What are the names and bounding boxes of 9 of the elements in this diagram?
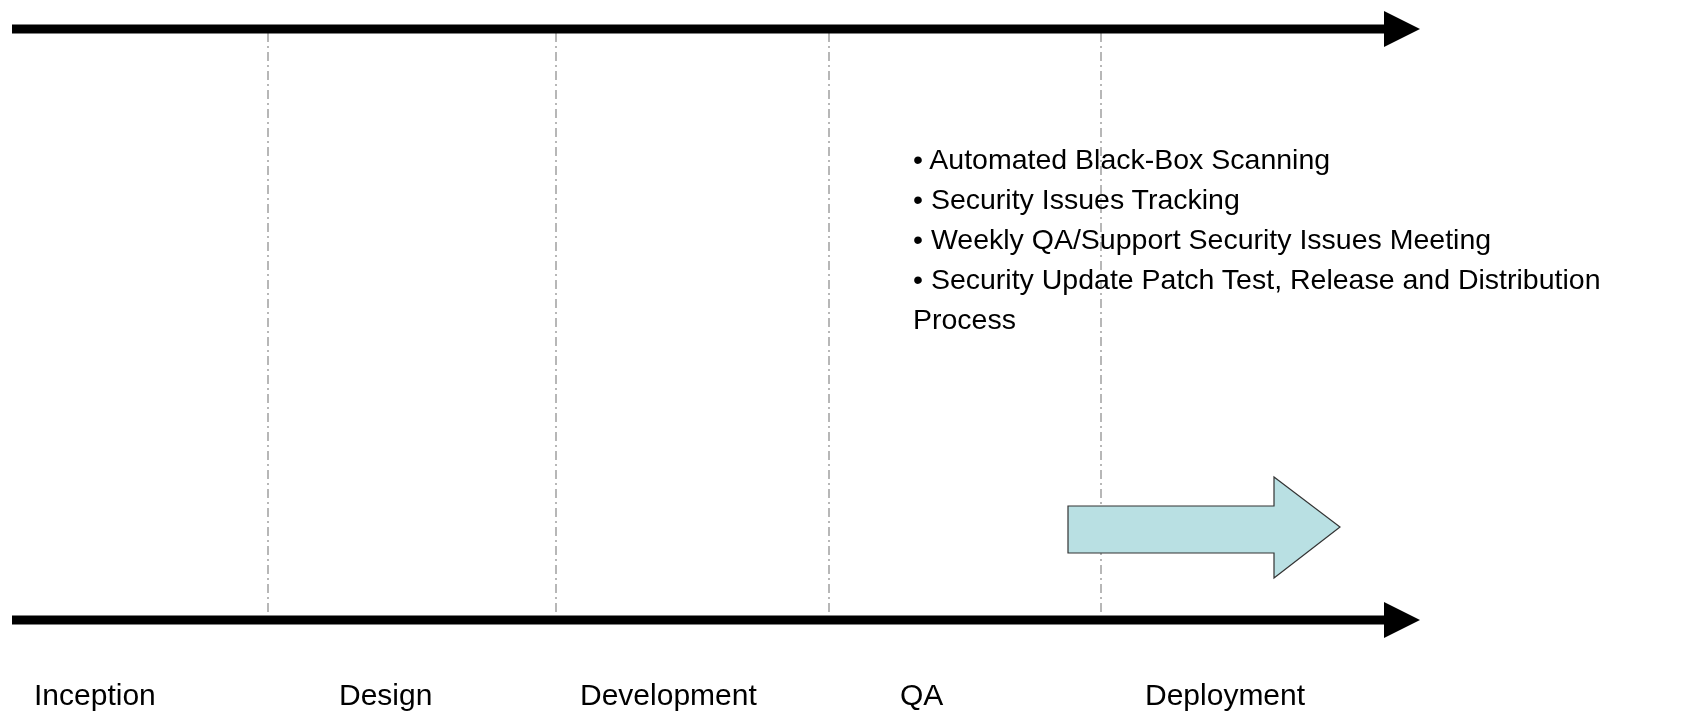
bullet-item: • Weekly QA/Support Security Issues Meeting	[913, 222, 1492, 257]
phase-label: Deployment	[1145, 680, 1306, 710]
phase-label: Design	[339, 680, 433, 710]
bullet-item: • Automated Black-Box Scanning	[913, 142, 1331, 177]
bullet-item: • Security Update Patch Test, Release and Distribution Process	[913, 262, 1602, 337]
phase-label: Development	[580, 680, 757, 710]
bullet-item: • Security Issues Tracking	[913, 182, 1240, 217]
phase-label: QA	[900, 680, 944, 710]
phase-label: Inception	[34, 680, 156, 710]
